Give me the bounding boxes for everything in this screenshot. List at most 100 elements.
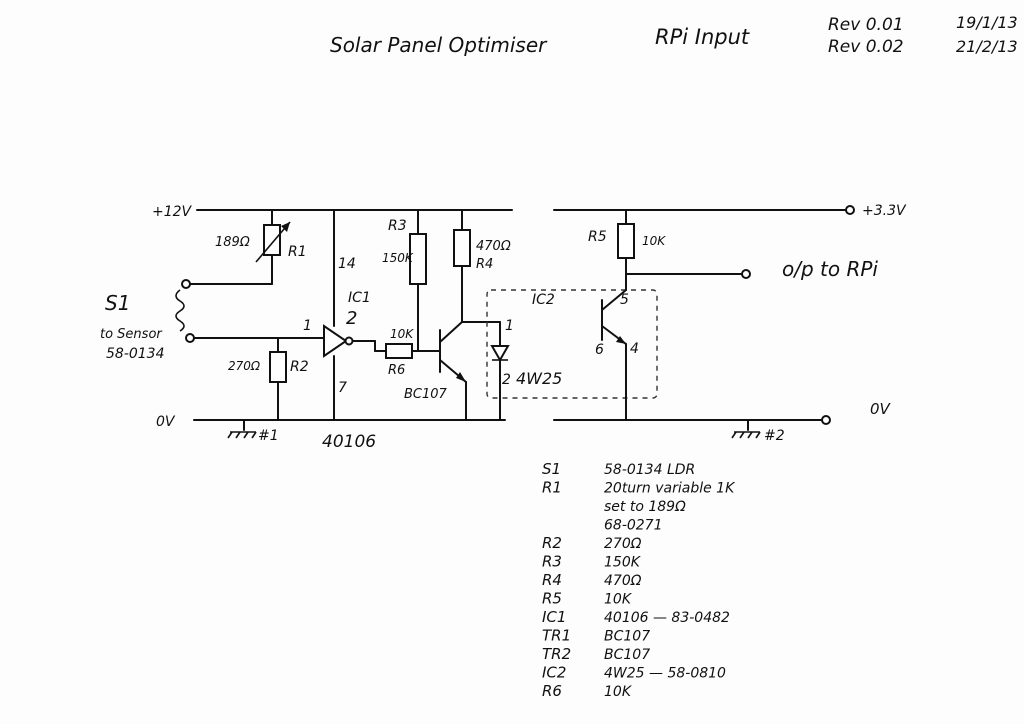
parts-list-row: set to 189Ω	[604, 499, 686, 515]
s1-note-1: to Sensor	[100, 327, 163, 342]
parts-list-row: R3 150K	[542, 553, 642, 571]
parts-list-ref: TR1	[542, 627, 571, 645]
ic2-pin4: 4	[630, 341, 639, 357]
ic2-ref: IC2	[532, 292, 555, 308]
parts-list-desc: 40106 — 83-0482	[604, 610, 730, 626]
resistor-r6: 10K R6	[385, 327, 414, 378]
ic1-pin-in: 1	[303, 318, 312, 334]
parts-list-row: IC2 4W25 — 58-0810	[542, 664, 726, 682]
parts-list-ref: R3	[542, 553, 562, 571]
s1-ref: S1	[105, 291, 130, 315]
parts-list-ref: R5	[542, 590, 562, 608]
parts-list-row: R4 470Ω	[542, 571, 642, 589]
parts-list-desc: 150K	[604, 555, 642, 571]
parts-list-desc: 68-0271	[604, 518, 663, 534]
ic2-pin6: 6	[595, 342, 604, 358]
resistor-r3: R3 150K	[382, 218, 427, 285]
ic1-part: 40106	[322, 432, 376, 452]
parts-list-row: 68-0271	[604, 518, 663, 534]
revision-2-date: 21/2/13	[956, 37, 1018, 56]
parts-list-ref: R4	[542, 571, 562, 589]
r2-value: 270Ω	[228, 359, 261, 373]
parts-list-row: R2 270Ω	[542, 534, 642, 552]
emitter-arrow-icon	[456, 372, 466, 382]
parts-list-desc: set to 189Ω	[604, 499, 686, 515]
r3-value: 150K	[382, 251, 414, 265]
parts-list: S1 58-0134 LDR R1 20turn variable 1K set to …	[542, 460, 736, 700]
parts-list-row: IC1 40106 — 83-0482	[542, 608, 730, 626]
output-label: o/p to RPi	[782, 257, 878, 281]
parts-list-ref: R1	[542, 479, 562, 497]
parts-list-desc: BC107	[604, 629, 650, 645]
resistor-r2: 270Ω R2	[228, 351, 309, 383]
parts-list-desc: BC107	[604, 647, 650, 663]
ground-symbol-2: #2	[731, 419, 785, 444]
parts-list-desc: 10K	[604, 684, 633, 700]
parts-list-row: R5 10K	[542, 590, 633, 608]
parts-list-row: R1 20turn variable 1K	[542, 479, 736, 497]
rail-zero-right: 0V	[870, 400, 892, 418]
rail-plus12: +12V	[152, 204, 193, 220]
ic1-pin-gnd: 7	[338, 380, 347, 396]
ic2-pin2: 2	[502, 372, 511, 388]
ic1-pin-vcc: 14	[338, 256, 356, 272]
r6-ref: R6	[388, 363, 405, 378]
resistor-r1: 189Ω R1	[215, 221, 307, 263]
tr1-part: BC107	[404, 387, 448, 402]
ground-symbol-1: #1	[227, 419, 279, 444]
r2-ref: R2	[290, 359, 309, 375]
ic2-part: 4W25	[516, 369, 562, 388]
ic1-ref: IC1	[348, 290, 371, 306]
parts-list-row: S1 58-0134 LDR	[542, 460, 695, 478]
parts-list-row: TR1 BC107	[542, 627, 650, 645]
parts-list-ref: S1	[542, 460, 561, 478]
rail-plus33: +3.3V	[862, 203, 907, 219]
parts-list-ref: R6	[542, 682, 562, 700]
ground-2-label: #2	[764, 428, 785, 444]
header: Solar Panel Optimiser RPi Input Rev 0.01…	[330, 13, 1018, 57]
ic1-pin-out: 2	[346, 308, 357, 329]
r5-ref: R5	[588, 229, 607, 245]
r1-ref: R1	[288, 244, 307, 260]
ic1-inverter: 14 1 2 IC1 7 40106	[303, 256, 376, 452]
parts-list-ref: TR2	[542, 645, 571, 663]
parts-list-ref: IC2	[542, 664, 566, 682]
revision-1-date: 19/1/13	[956, 13, 1018, 32]
r1-value: 189Ω	[215, 235, 250, 250]
sensor-s1: S1 to Sensor 58-0134	[100, 279, 195, 362]
ic2-pin5: 5	[620, 292, 629, 308]
parts-list-desc: 270Ω	[604, 536, 642, 552]
right-circuit-wires	[553, 209, 847, 421]
sensor-coil-icon	[175, 289, 185, 332]
r4-value: 470Ω	[476, 239, 511, 254]
right-terminals: +3.3V o/p to RPi 0V	[741, 203, 907, 425]
r6-value: 10K	[390, 327, 414, 341]
parts-list-ref: IC1	[542, 608, 566, 626]
parts-list-desc: 4W25 — 58-0810	[604, 666, 726, 682]
ground-1-label: #1	[258, 428, 279, 444]
r4-ref: R4	[476, 257, 493, 272]
parts-list-desc: 470Ω	[604, 573, 642, 589]
header-title: Solar Panel Optimiser	[330, 33, 548, 57]
ic2-optocoupler: 1 2 4W25 IC2 5 6 4	[486, 289, 658, 399]
transistor-tr1: BC107	[404, 372, 466, 402]
ic2-pin1: 1	[505, 318, 514, 334]
revision-2: Rev 0.02	[828, 37, 904, 57]
parts-list-row: TR2 BC107	[542, 645, 650, 663]
parts-list-desc: 20turn variable 1K	[604, 481, 736, 497]
rail-zero-left: 0V	[156, 414, 176, 430]
header-subtitle: RPi Input	[655, 25, 750, 49]
parts-list-desc: 10K	[604, 592, 633, 608]
s1-note-2: 58-0134	[106, 346, 165, 362]
revision-1: Rev 0.01	[828, 15, 904, 35]
resistor-r4: 470Ω R4	[453, 229, 511, 272]
parts-list-row: R6 10K	[542, 682, 633, 700]
parts-list-desc: 58-0134 LDR	[604, 462, 695, 478]
resistor-r5: R5 10K	[588, 223, 666, 259]
r3-ref: R3	[388, 218, 407, 234]
r5-value: 10K	[642, 234, 666, 248]
led-icon	[490, 345, 510, 363]
parts-list-ref: R2	[542, 534, 562, 552]
